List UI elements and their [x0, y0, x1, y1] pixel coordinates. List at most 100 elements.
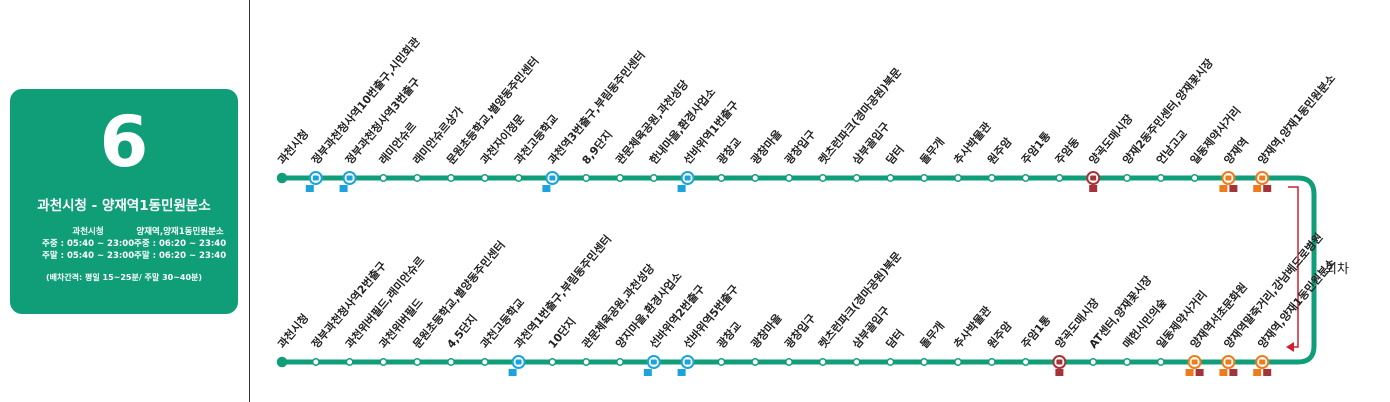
outbound-stop[interactable]: 과천시청	[275, 127, 312, 184]
destination-weekend-hours: 주말 : 06:20 ~ 23:40	[134, 251, 227, 261]
outbound-stop-marker	[1190, 174, 1199, 182]
outbound-stop-label: 주암1통	[1019, 129, 1053, 166]
inbound-stop-label: 담터	[883, 326, 907, 351]
outbound-stop-marker	[616, 174, 624, 182]
outbound-stop[interactable]: 정부과천청사역10번출구,시민회관	[305, 34, 423, 192]
inbound-stop[interactable]: 추사박물관	[951, 303, 994, 366]
outbound-stop-marker	[480, 174, 489, 182]
outbound-stop-marker	[785, 174, 793, 182]
inbound-stop-marker	[1089, 358, 1098, 366]
subway-icon	[650, 359, 657, 365]
inbound-stop-marker	[886, 358, 895, 366]
subway-icon	[684, 175, 691, 181]
outbound-stop-marker	[818, 174, 827, 182]
inbound-stop-marker	[1156, 358, 1165, 366]
inbound-stop[interactable]: 10단지	[545, 315, 579, 366]
inbound-stop-marker	[751, 358, 760, 366]
sinbundang-badge	[1229, 369, 1238, 376]
outbound-stop-marker	[379, 174, 388, 182]
headway-interval: (배차간격: 평일 15~25분/ 주말 30~40분)	[45, 273, 203, 282]
outbound-stop-marker	[1156, 174, 1165, 182]
outbound-stop[interactable]: 주암동	[1053, 135, 1082, 182]
outbound-stop[interactable]: 광창마을	[748, 127, 785, 182]
line3-badge	[1253, 369, 1262, 376]
route-line	[282, 175, 1317, 365]
return-arrow	[1288, 186, 1299, 348]
subway-icon	[1259, 359, 1266, 365]
route-name: 과천시청 - 양재역1동민원분소	[37, 198, 211, 214]
inbound-stop-marker	[852, 358, 861, 366]
inbound-stop-marker	[480, 358, 489, 366]
inbound-stop-label: 광창교	[714, 319, 744, 351]
inbound-stop-label: 과천시청	[275, 311, 312, 351]
inbound-stop[interactable]: 돌무개	[917, 319, 947, 366]
outbound-stop[interactable]: 8,9단지	[579, 127, 615, 182]
outbound-stop[interactable]: 돌무개	[917, 135, 947, 182]
subway-icon	[684, 359, 691, 365]
outbound-stop-label: 언남고교	[1154, 128, 1190, 167]
sinbundang-badge	[1055, 369, 1064, 376]
inbound-stop[interactable]: 과천시청	[275, 311, 312, 368]
subway-icon	[346, 175, 353, 181]
line4-badge	[508, 369, 517, 376]
line4-badge	[677, 369, 686, 376]
subway-icon	[312, 175, 319, 181]
destination-name: 양재역,양재1동민원분소	[136, 227, 224, 237]
line4-badge	[542, 185, 551, 192]
outbound-stop-label: 광창교	[714, 135, 744, 167]
outbound-stop[interactable]: 추사박물관	[951, 119, 994, 182]
line4-badge	[339, 185, 348, 192]
inbound-stop[interactable]: 주암1통	[1019, 313, 1053, 366]
inbound-stop-marker	[920, 358, 929, 366]
line4-badge	[305, 185, 314, 192]
outbound-stops: 과천시청정부과천청사역10번출구,시민회관정부과천청사역3번출구래미안슈르래미안…	[275, 34, 1338, 192]
outbound-stop[interactable]: 광창입구	[782, 127, 819, 182]
outbound-stop-label: 양재역,양재1동민원분소	[1255, 71, 1338, 167]
sinbundang-badge	[1195, 369, 1204, 376]
inbound-stop-label: 광창입구	[782, 311, 819, 351]
outbound-stop[interactable]: 원주암	[984, 135, 1015, 182]
inbound-stop[interactable]: 4,5단지	[444, 311, 480, 366]
inbound-stop[interactable]: 광창마을	[748, 311, 785, 366]
outbound-stop-label: 주암동	[1053, 135, 1082, 167]
inbound-stop-label: 원주암	[984, 319, 1014, 351]
sinbundang-badge	[1263, 369, 1272, 376]
inbound-stop[interactable]: 원주암	[984, 319, 1015, 366]
inbound-stop-marker	[413, 358, 422, 366]
inbound-stop[interactable]: 광창교	[714, 319, 744, 366]
line3-badge	[1219, 185, 1228, 192]
destination-weekday-hours: 주중 : 06:20 ~ 23:40	[134, 239, 227, 249]
outbound-stop[interactable]: 담터	[883, 142, 907, 182]
inbound-stop-marker	[447, 358, 455, 366]
line3-badge	[1219, 369, 1228, 376]
inbound-stop-marker	[785, 358, 793, 366]
outbound-stop-marker	[886, 174, 895, 182]
outbound-stop-marker	[1123, 174, 1131, 182]
outbound-stop[interactable]: 양재역,양재1동민원분소	[1253, 71, 1338, 192]
panel-divider	[249, 0, 250, 402]
inbound-stop-marker	[987, 358, 996, 366]
origin-weekday-hours: 주중 : 05:40 ~ 23:00	[42, 239, 135, 249]
subway-icon	[1259, 175, 1266, 181]
outbound-stop[interactable]: 양재역	[1219, 135, 1251, 192]
outbound-stop[interactable]: 주암1통	[1019, 129, 1053, 182]
subway-icon	[1090, 175, 1097, 181]
inbound-stop[interactable]: 문원초등학교,별양동주민센터	[410, 238, 508, 366]
sinbundang-badge	[1263, 185, 1272, 192]
outbound-stop[interactable]: 언남고교	[1154, 128, 1190, 182]
subway-icon	[549, 175, 556, 181]
outbound-stop-marker	[954, 174, 962, 182]
outbound-stop-marker	[1021, 174, 1030, 182]
outbound-stop[interactable]: 광창교	[714, 135, 744, 182]
inbound-stop[interactable]: 광창입구	[782, 311, 819, 366]
outbound-stop-marker	[717, 174, 726, 182]
inbound-stop[interactable]: 담터	[883, 326, 907, 366]
inbound-stop-marker	[276, 356, 288, 368]
outbound-stop-marker	[514, 174, 523, 182]
inbound-stop-marker	[1021, 358, 1030, 366]
inbound-stop-marker	[582, 358, 591, 366]
inbound-stop-label: 4,5단지	[444, 311, 480, 350]
inbound-stop[interactable]: 과천고등학교	[477, 295, 527, 366]
outbound-stop-label: 돌무개	[917, 135, 947, 167]
